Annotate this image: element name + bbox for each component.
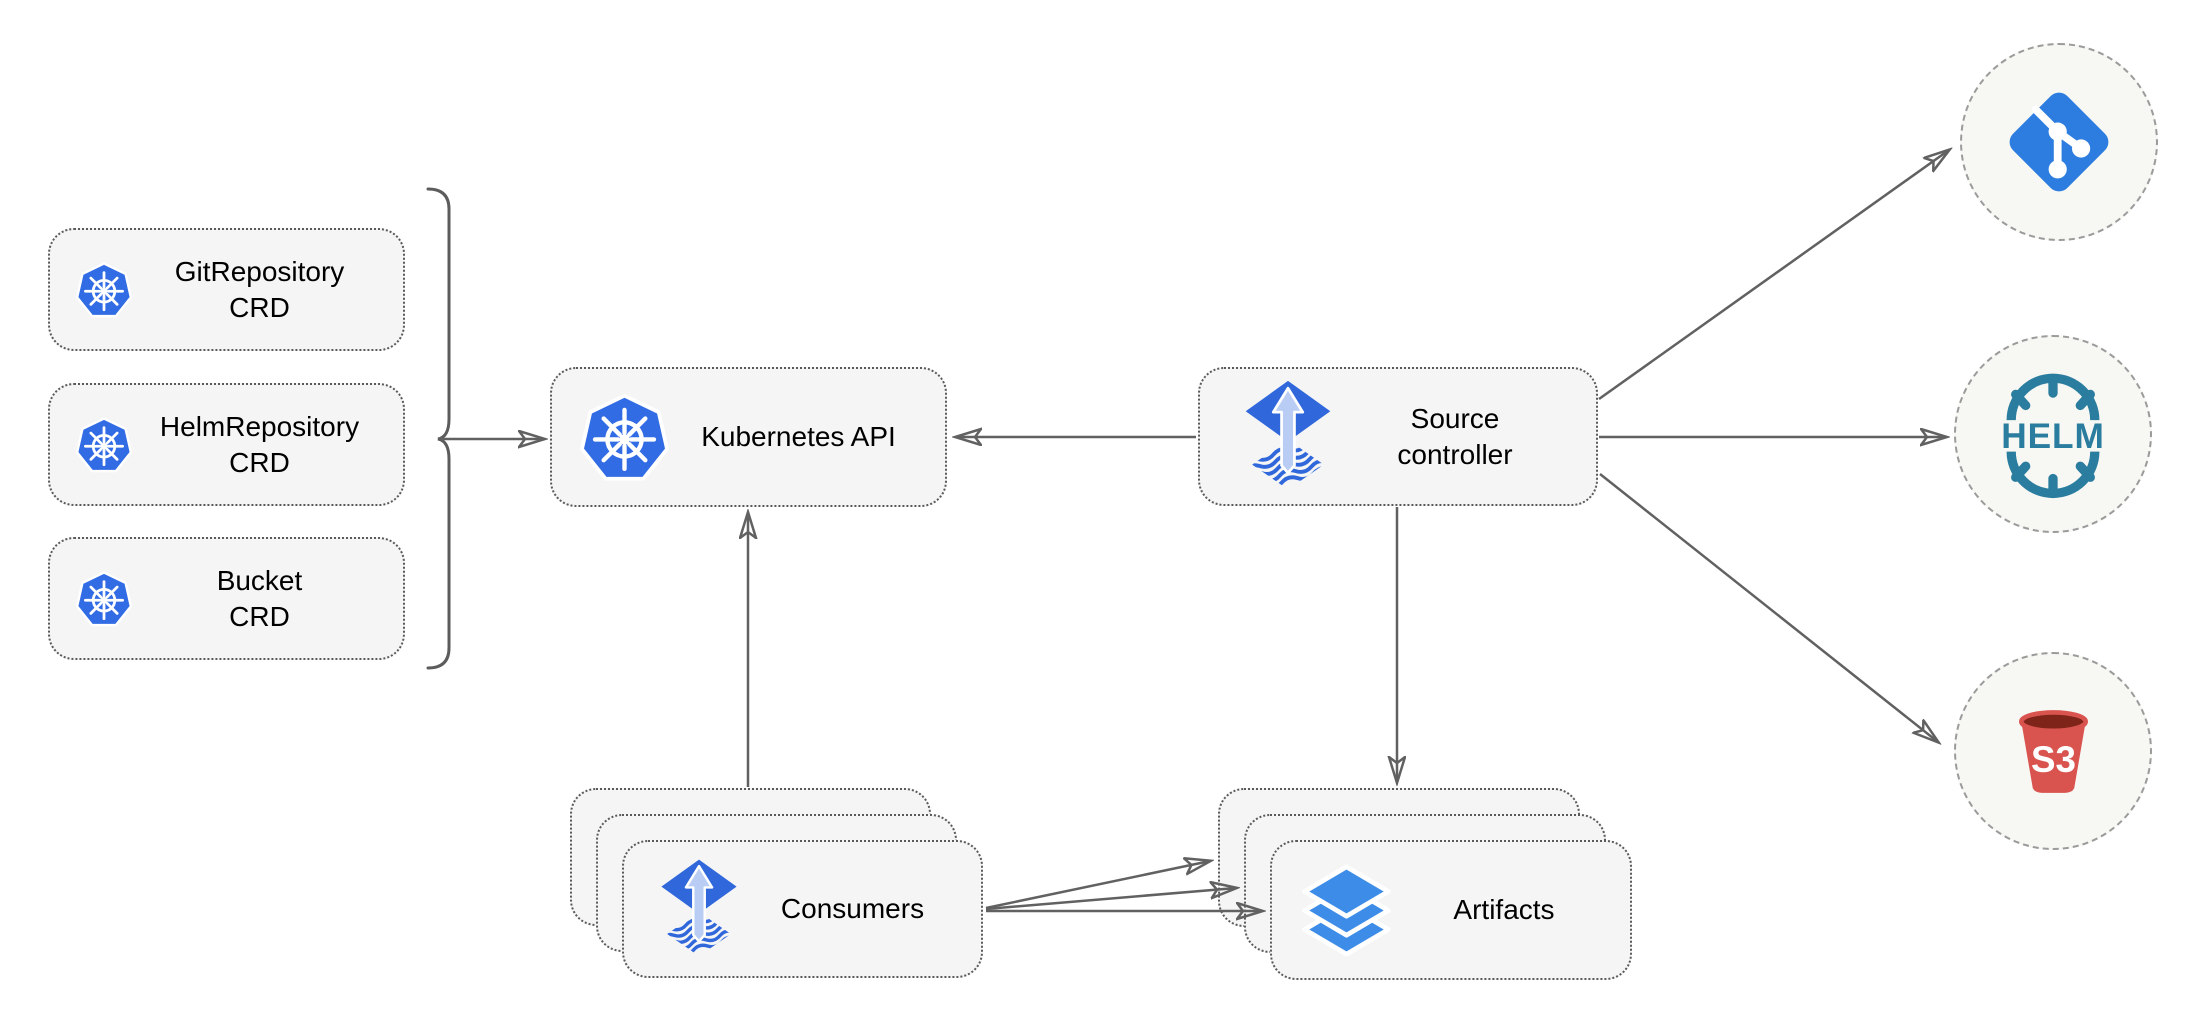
artifacts-node: Artifacts xyxy=(1270,840,1632,980)
flux-icon xyxy=(658,858,740,961)
kubernetes-icon xyxy=(75,570,133,626)
helm-label: HELM xyxy=(2001,417,2105,456)
artifacts-label: Artifacts xyxy=(1453,894,1555,925)
git-source-circle xyxy=(1960,43,2158,241)
arrow-consumers-to-artifacts-1 xyxy=(985,861,1210,910)
kubernetes-api-node: Kubernetes API xyxy=(550,367,947,507)
helm-icon: HELM xyxy=(2001,373,2105,498)
kubernetes-icon xyxy=(75,261,133,317)
git-icon xyxy=(1994,77,2124,207)
arrow-source-controller-to-s3 xyxy=(1599,473,1938,742)
helmrepository-crd-label: HelmRepository CRD xyxy=(159,410,360,478)
flux-icon xyxy=(1242,379,1334,495)
kubernetes-api-label: Kubernetes API xyxy=(701,421,896,452)
bucket-crd-node: Bucket CRD xyxy=(48,537,405,660)
bucket-crd-label: Bucket CRD xyxy=(216,564,303,632)
gitrepository-crd-label: GitRepository CRD xyxy=(174,255,345,323)
source-controller-label: Source controller xyxy=(1397,402,1513,470)
s3-label: S3 xyxy=(2030,739,2075,780)
crd-group-brace xyxy=(426,187,451,670)
s3-source-circle: S3 xyxy=(1954,652,2152,850)
consumers-label: Consumers xyxy=(780,893,925,924)
kubernetes-icon xyxy=(577,390,672,485)
gitrepository-crd-node: GitRepository CRD xyxy=(48,228,405,351)
helm-source-circle: HELM xyxy=(1954,335,2152,533)
layers-icon xyxy=(1299,863,1394,958)
source-controller-node: Source controller xyxy=(1198,367,1598,506)
s3-icon: S3 xyxy=(1996,694,2111,809)
arrow-consumers-to-artifacts-2 xyxy=(985,888,1236,911)
arrow-source-controller-to-git xyxy=(1598,150,1949,401)
consumers-node: Consumers xyxy=(622,840,983,978)
helmrepository-crd-node: HelmRepository CRD xyxy=(48,383,405,506)
kubernetes-icon xyxy=(75,416,133,472)
